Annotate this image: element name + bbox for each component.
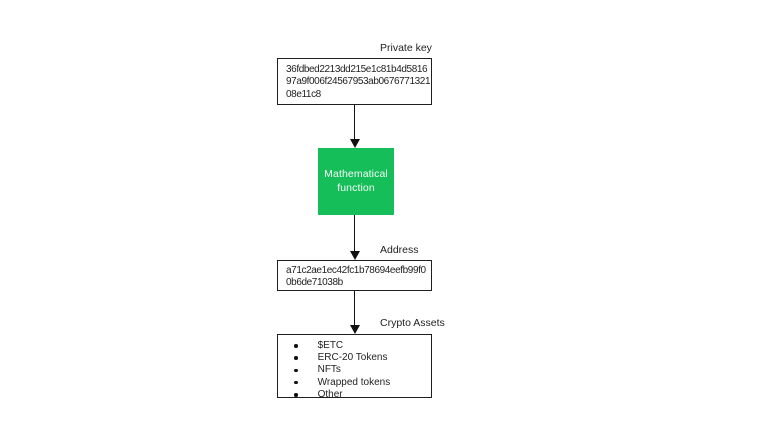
crypto-assets-box: $ETC ERC-20 Tokens NFTs Wrapped tokens O… bbox=[277, 334, 432, 401]
asset-label: NFTs bbox=[317, 364, 341, 376]
arrow-down-icon bbox=[349, 215, 360, 260]
arrow-shaft bbox=[353, 105, 356, 139]
private-key-value-line: 08e11c8 bbox=[286, 88, 321, 100]
arrow-down-icon bbox=[349, 105, 360, 148]
asset-list-item: Wrapped tokens bbox=[278, 377, 431, 389]
arrow-head bbox=[349, 251, 360, 260]
function-label-line: function bbox=[337, 181, 375, 194]
asset-label: Wrapped tokens bbox=[317, 376, 391, 388]
arrow-down-icon bbox=[349, 291, 360, 334]
asset-list-item: $ETC bbox=[278, 340, 431, 352]
private-key-value-line: 97a9f006f24567953ab0676771321 bbox=[286, 76, 431, 88]
mathematical-function-box: Mathematical function bbox=[318, 148, 394, 215]
arrow-shaft bbox=[353, 291, 356, 325]
crypto-assets-label: Crypto Assets bbox=[380, 317, 445, 329]
address-label: Address bbox=[380, 244, 419, 256]
asset-label: Other bbox=[317, 388, 343, 400]
address-box: a71c2ae1ec42fc1b78694eefb99f0 0b6de71038… bbox=[277, 260, 432, 291]
private-key-value-line: 36fdbed2213dd215e1c81b4d5816 bbox=[286, 64, 428, 75]
bullet-icon bbox=[294, 380, 298, 385]
asset-list-item: NFTs bbox=[278, 364, 431, 376]
asset-list-item: Other bbox=[278, 389, 431, 401]
bullet-icon bbox=[294, 356, 298, 361]
address-value-line: a71c2ae1ec42fc1b78694eefb99f0 bbox=[286, 265, 426, 276]
bullet-icon bbox=[294, 368, 298, 373]
asset-label: ERC-20 Tokens bbox=[317, 352, 388, 364]
arrow-head bbox=[349, 139, 360, 148]
bullet-icon bbox=[294, 393, 298, 397]
function-label-line: Mathematical bbox=[324, 168, 388, 180]
private-key-label: Private key bbox=[380, 42, 432, 54]
arrow-shaft bbox=[353, 215, 356, 251]
asset-list-item: ERC-20 Tokens bbox=[278, 352, 431, 364]
arrow-head bbox=[349, 325, 360, 334]
bullet-icon bbox=[294, 344, 298, 348]
asset-label: $ETC bbox=[317, 340, 344, 351]
private-key-box: 36fdbed2213dd215e1c81b4d5816 97a9f006f24… bbox=[277, 58, 432, 105]
address-value-line: 0b6de71038b bbox=[286, 277, 343, 289]
